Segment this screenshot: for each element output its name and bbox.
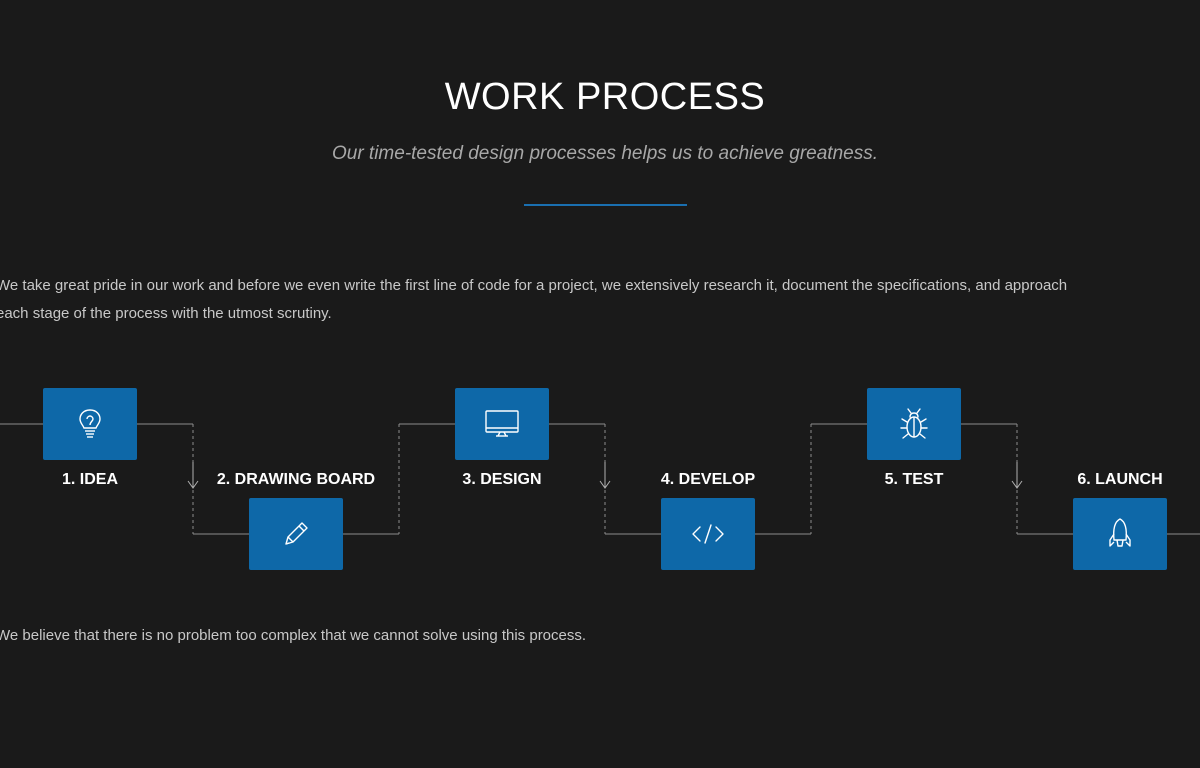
step-test-label: 5. TEST: [884, 471, 944, 488]
code-icon: [692, 524, 724, 544]
step-design-label: 3. DESIGN: [462, 471, 542, 488]
down-arrow-icon: [1011, 462, 1023, 489]
title-underline: [524, 204, 687, 206]
step-test-box[interactable]: [867, 388, 961, 460]
step-idea-label: 1. IDEA: [61, 471, 118, 488]
down-arrow-icon: [599, 462, 611, 489]
pencil-icon: [285, 522, 308, 545]
step-develop-label: 4. DEVELOP: [660, 471, 756, 488]
step-drawing-board-label: 2. DRAWING BOARD: [216, 471, 376, 488]
monitor-icon: [485, 410, 519, 437]
step-develop-box[interactable]: [661, 498, 755, 570]
intro-line-2: each stage of the process with the utmos…: [0, 305, 332, 322]
rocket-icon: [1109, 518, 1131, 547]
step-idea-box[interactable]: [43, 388, 137, 460]
section-subtitle: Our time-tested design processes helps u…: [331, 143, 878, 164]
down-arrow-icon: [187, 462, 199, 489]
step-launch-label: 6. LAUNCH: [1077, 471, 1163, 488]
step-design-box[interactable]: [455, 388, 549, 460]
intro-paragraph: We take great pride in our work and befo…: [0, 272, 1200, 328]
step-launch-box[interactable]: [1073, 498, 1167, 570]
intro-line-1: We take great pride in our work and befo…: [0, 277, 1068, 294]
lightbulb-icon: [79, 409, 101, 438]
closing-paragraph: We believe that there is no problem too …: [0, 627, 587, 644]
step-drawing-board-box[interactable]: [249, 498, 343, 570]
bug-icon: [900, 408, 928, 439]
section-title: WORK PROCESS: [444, 76, 766, 118]
